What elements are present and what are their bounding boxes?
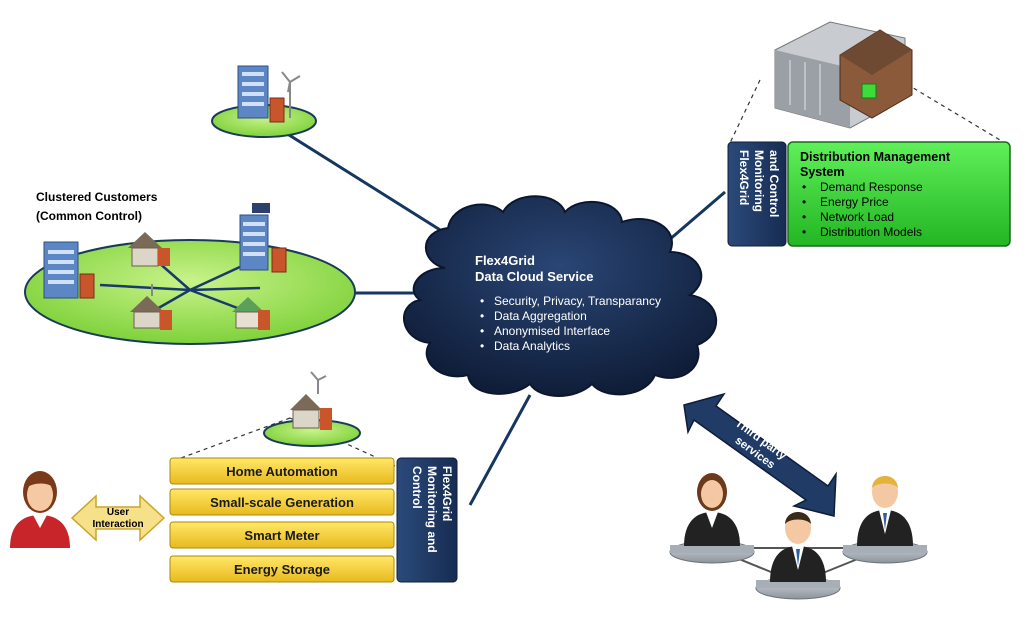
dms-bullet-2: Network Load bbox=[820, 210, 894, 224]
clustered-title-line1: Clustered Customers bbox=[36, 190, 158, 204]
house-icon bbox=[128, 232, 170, 267]
layer-bar-energy-storage bbox=[169, 555, 395, 583]
home-side-box bbox=[396, 457, 458, 583]
user-interaction-label-line1: User bbox=[107, 507, 129, 518]
single-building-node bbox=[211, 65, 317, 138]
layer-bar-small-scale-generation bbox=[169, 488, 395, 516]
cloud-bullet-3: Data Analytics bbox=[494, 339, 570, 353]
cloud-bullet-2: Anonymised Interface bbox=[494, 324, 610, 338]
office-building-icon bbox=[239, 203, 287, 273]
dms-building-icon bbox=[774, 21, 913, 129]
dms-bullet-0: Demand Response bbox=[820, 180, 923, 194]
distribution-management-system-box: Distribution Management System • Demand … bbox=[787, 141, 1011, 247]
layer-label-small-scale-generation: Small-scale Generation bbox=[210, 495, 354, 510]
layer-label-smart-meter: Smart Meter bbox=[244, 528, 319, 543]
clustered-title-line2: (Common Control) bbox=[36, 209, 142, 223]
office-building-icon bbox=[43, 241, 95, 299]
clustered-customers-node: Clustered Customers (Common Control) bbox=[24, 190, 356, 345]
cloud-title-line1: Flex4Grid bbox=[475, 253, 535, 268]
person-node-man-right bbox=[842, 476, 928, 564]
dms-dashed-line-right bbox=[899, 79, 1006, 144]
dms-side-label-line2: Monitoring bbox=[752, 150, 766, 212]
dms-bullet-dot: • bbox=[802, 180, 806, 194]
home-node bbox=[263, 371, 361, 447]
dms-bullet-1: Energy Price bbox=[820, 195, 889, 209]
cloud-bullet-dot: • bbox=[480, 339, 484, 353]
data-cloud-service: Flex4Grid Data Cloud Service • Security,… bbox=[403, 195, 717, 397]
dms-bullet-3: Distribution Models bbox=[820, 225, 922, 239]
house-with-wind-turbine-icon bbox=[290, 371, 332, 430]
dms-side-label-line3: and Control bbox=[767, 150, 781, 217]
home-dashed-line-left bbox=[169, 417, 291, 463]
dms-dashed-line-left bbox=[729, 79, 761, 144]
cloud-title-line2: Data Cloud Service bbox=[475, 269, 594, 284]
layer-label-home-automation: Home Automation bbox=[226, 464, 338, 479]
home-side-label-line3: Control bbox=[410, 466, 424, 509]
person-node-woman bbox=[669, 473, 755, 564]
user-avatar-icon bbox=[10, 471, 70, 548]
office-building-icon bbox=[237, 65, 301, 123]
house-icon bbox=[232, 297, 270, 330]
layer-bar-smart-meter bbox=[169, 521, 395, 549]
dms-highlight-square bbox=[861, 83, 877, 99]
dms-monitoring-label: Flex4Grid Monitoring and Control bbox=[727, 141, 787, 247]
person-node-man-center bbox=[755, 512, 841, 600]
dms-side-label-line1: Flex4Grid bbox=[737, 150, 751, 205]
home-side-label-line2: Monitoring and bbox=[425, 466, 439, 553]
user-interaction-label-line2: Interaction bbox=[92, 519, 143, 530]
cloud-shape bbox=[403, 195, 717, 397]
third-party-people-network bbox=[669, 473, 928, 600]
dms-title-line2: System bbox=[800, 165, 844, 179]
dms-bullet-dot: • bbox=[802, 225, 806, 239]
cloud-bullet-dot: • bbox=[480, 309, 484, 323]
house-with-wind-turbine-icon bbox=[130, 284, 172, 330]
dms-bullet-dot: • bbox=[802, 210, 806, 224]
cloud-bullet-dot: • bbox=[480, 294, 484, 308]
home-monitoring-label: Flex4Grid Monitoring and Control bbox=[396, 457, 458, 583]
home-layer-stack: Home Automation Small-scale Generation S… bbox=[169, 457, 395, 583]
double-arrow-shape bbox=[683, 392, 837, 517]
layer-bar-home-automation bbox=[169, 457, 395, 485]
home-side-label-line1: Flex4Grid bbox=[440, 466, 454, 521]
dms-title-line1: Distribution Management bbox=[800, 150, 951, 164]
dms-bullet-dot: • bbox=[802, 195, 806, 209]
user-interaction-arrow: User Interaction bbox=[70, 494, 166, 542]
cloud-bullet-dot: • bbox=[480, 324, 484, 338]
dms-side-box bbox=[727, 141, 787, 247]
cloud-bullet-1: Data Aggregation bbox=[494, 309, 587, 323]
dms-green-box bbox=[787, 141, 1011, 247]
layer-label-energy-storage: Energy Storage bbox=[234, 562, 330, 577]
solar-panel-icon bbox=[252, 203, 270, 213]
cloud-bullet-0: Security, Privacy, Transparancy bbox=[494, 294, 661, 308]
connector-home-cloud bbox=[468, 394, 532, 506]
